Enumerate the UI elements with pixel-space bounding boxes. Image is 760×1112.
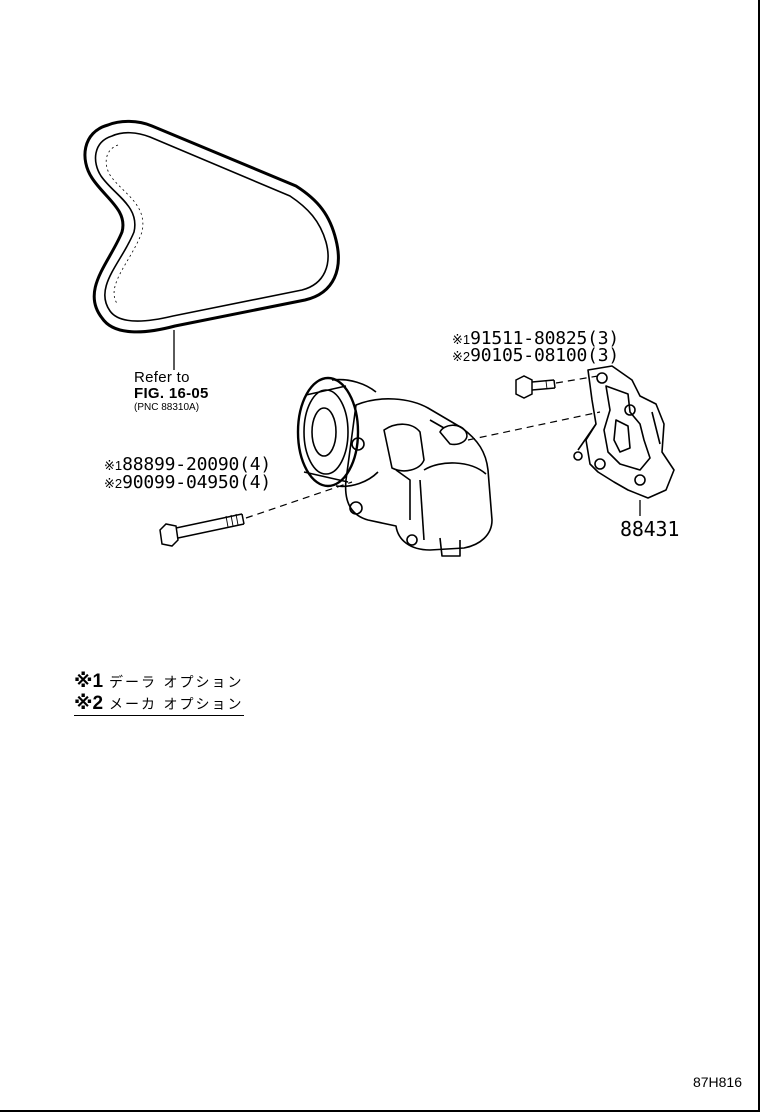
bracket-bolt xyxy=(515,375,556,399)
belt-reference-line2: FIG. 16-05 xyxy=(134,385,209,402)
legend-text: デーラ オプション xyxy=(109,675,244,691)
legend-key: ※1 xyxy=(74,671,104,692)
legend-key: ※2 xyxy=(74,693,104,714)
drive-belt xyxy=(83,119,340,334)
option-mark: ※1 xyxy=(452,332,471,347)
figure-code: 87H816 xyxy=(692,1074,742,1090)
part-number: 91511-80825(3) xyxy=(470,328,620,349)
ac-compressor xyxy=(296,376,493,557)
belt-reference-line1: Refer to xyxy=(134,369,190,386)
option-legend: ※1 デーラ オプション ※2 メーカ オプション xyxy=(74,670,244,716)
compressor-bolt xyxy=(159,513,245,547)
part-number: 90099-04950(4) xyxy=(122,472,272,493)
option-mark: ※2 xyxy=(452,349,471,364)
legend-row-dealer-option: ※1 デーラ オプション xyxy=(74,670,244,692)
compressor-bolt-part-1: ※188899-20090(4) xyxy=(104,456,271,475)
bracket-bolt-part-1: ※191511-80825(3) xyxy=(452,330,619,349)
compressor-bolt-part-2: ※290099-04950(4) xyxy=(104,474,271,493)
bracket-part-number: 88431 xyxy=(620,517,680,541)
bracket-bolt-part-2: ※290105-08100(3) xyxy=(452,347,619,366)
legend-text: メーカ オプション xyxy=(109,697,244,713)
option-mark: ※2 xyxy=(104,476,123,491)
belt-reference-line3: (PNC 88310A) xyxy=(134,402,200,413)
part-number: 88899-20090(4) xyxy=(122,454,272,475)
alignment-lines xyxy=(245,375,601,519)
part-number: 90105-08100(3) xyxy=(470,345,620,366)
option-mark: ※1 xyxy=(104,458,123,473)
legend-row-maker-option: ※2 メーカ オプション xyxy=(74,692,244,716)
compressor-bracket xyxy=(573,365,675,499)
